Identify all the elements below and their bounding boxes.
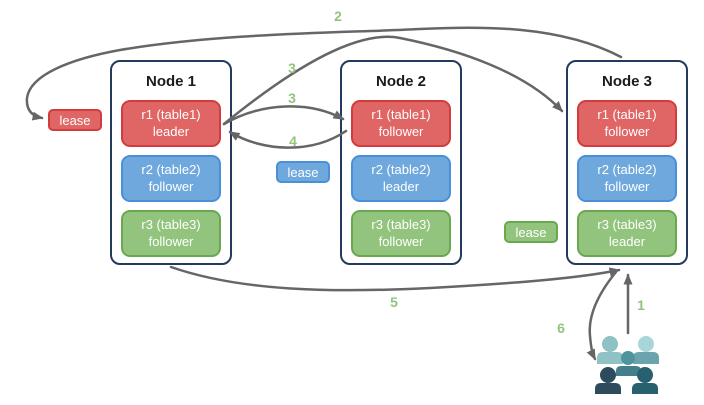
lease-label: lease bbox=[515, 224, 547, 240]
node-3-replica-r1-follower: r1 (table1) follower bbox=[577, 100, 677, 147]
arrow-step3-leader-to-node2 bbox=[222, 105, 345, 126]
person-middle-icon bbox=[616, 351, 641, 376]
replica-label-line1: r3 (table3) bbox=[597, 216, 657, 232]
step-label-6: 6 bbox=[557, 320, 565, 336]
replica-label-line1: r1 (table1) bbox=[597, 106, 657, 122]
replica-label-line1: r2 (table2) bbox=[141, 161, 201, 177]
node-3-title: Node 3 bbox=[601, 73, 652, 90]
replica-label-line1: r2 (table2) bbox=[371, 161, 431, 177]
lease-badge-table2: lease bbox=[276, 161, 330, 183]
replica-label-line2: follower bbox=[378, 233, 424, 249]
person-back-right-icon bbox=[633, 336, 659, 364]
arrow-step5-node1-to-node3 bbox=[169, 265, 621, 292]
replica-label-line1: r1 (table1) bbox=[371, 106, 431, 122]
lease-badge-table3: lease bbox=[504, 221, 558, 243]
user-group-icon bbox=[595, 336, 659, 394]
replica-label-line2: follower bbox=[148, 233, 194, 249]
replica-label-line1: r2 (table2) bbox=[597, 161, 657, 177]
person-front-left-icon bbox=[595, 367, 621, 394]
node-2-replica-r2-leader: r2 (table2) leader bbox=[351, 155, 451, 202]
step-label-5: 5 bbox=[390, 294, 398, 310]
node-2-replica-r3-follower: r3 (table3) follower bbox=[351, 210, 451, 257]
step-label-3-to-node3: 3 bbox=[288, 60, 296, 76]
replica-label-line2: leader bbox=[152, 123, 190, 139]
replica-label-line1: r3 (table3) bbox=[371, 216, 431, 232]
replica-label-line2: follower bbox=[378, 123, 424, 139]
node-3-replica-r3-leader: r3 (table3) leader bbox=[577, 210, 677, 257]
step-label-2: 2 bbox=[334, 8, 342, 24]
node-2: Node 2 r1 (table1) follower r2 (table2) … bbox=[340, 60, 462, 265]
replica-label-line1: r1 (table1) bbox=[141, 106, 201, 122]
lease-badge-table1: lease bbox=[48, 109, 102, 131]
arrow-step4-node2-to-leader bbox=[228, 129, 348, 149]
replica-label-line2: follower bbox=[148, 178, 194, 194]
node-1-replica-r1-leader: r1 (table1) leader bbox=[121, 100, 221, 147]
node-1: Node 1 r1 (table1) leader r2 (table2) fo… bbox=[110, 60, 232, 265]
replica-label-line2: follower bbox=[604, 123, 650, 139]
replica-label-line1: r3 (table3) bbox=[141, 216, 201, 232]
lease-label: lease bbox=[59, 112, 91, 128]
step-label-1: 1 bbox=[637, 297, 645, 313]
node-2-title: Node 2 bbox=[375, 73, 426, 90]
replica-label-line2: leader bbox=[382, 178, 420, 194]
step-label-3-to-node2: 3 bbox=[288, 90, 296, 106]
replica-label-line2: leader bbox=[608, 233, 646, 249]
node-1-replica-r3-follower: r3 (table3) follower bbox=[121, 210, 221, 257]
lease-label: lease bbox=[287, 164, 319, 180]
step-label-4: 4 bbox=[289, 133, 297, 149]
node-1-title: Node 1 bbox=[145, 73, 196, 90]
node-2-replica-r1-follower: r1 (table1) follower bbox=[351, 100, 451, 147]
node-3: Node 3 r1 (table1) follower r2 (table2) … bbox=[566, 60, 688, 265]
replica-label-line2: follower bbox=[604, 178, 650, 194]
node-3-replica-r2-follower: r2 (table2) follower bbox=[577, 155, 677, 202]
person-back-left-icon bbox=[597, 336, 623, 364]
node-1-replica-r2-follower: r2 (table2) follower bbox=[121, 155, 221, 202]
person-front-right-icon bbox=[632, 367, 658, 394]
